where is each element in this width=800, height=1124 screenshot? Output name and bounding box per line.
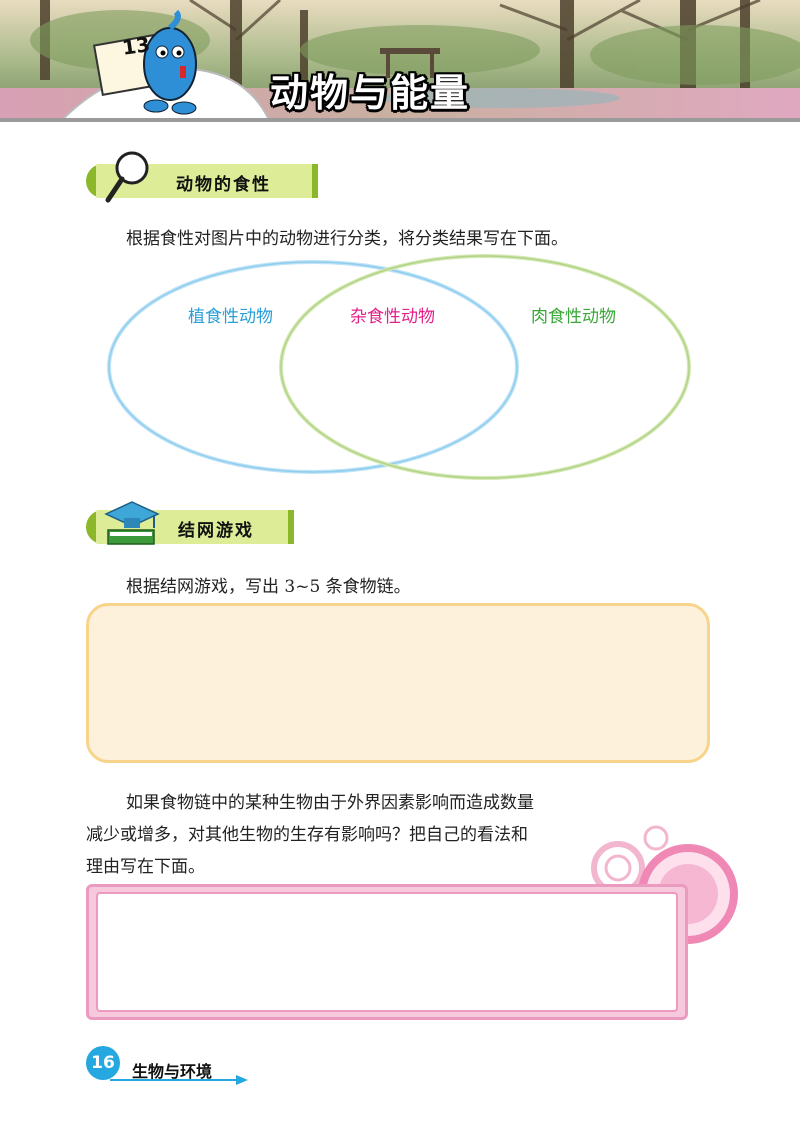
section-title-web-game: 结网游戏	[178, 521, 254, 541]
venn-left-ellipse	[107, 260, 519, 474]
venn-label-omnivore: 杂食性动物	[350, 307, 435, 327]
food-chain-answer-box[interactable]	[86, 603, 710, 763]
question-line-3: 理由写在下面。	[86, 857, 205, 877]
section-title-diet: 动物的食性	[176, 175, 271, 195]
graduation-cap-book-icon	[104, 501, 160, 545]
book-title: 生物与环境	[132, 1062, 213, 1081]
opinion-answer-box[interactable]	[96, 892, 678, 1012]
section-header-diet: 动物的食性	[86, 151, 318, 203]
venn-label-herbivore: 植食性动物	[188, 307, 273, 327]
chapter-title: 动物与能量	[270, 71, 471, 115]
venn-right-ellipse	[279, 254, 691, 480]
question-line-2: 减少或增多，对其他生物的生存有影响吗？把自己的看法和	[86, 825, 528, 845]
question-line-1: 如果食物链中的某种生物由于外界因素影响而造成数量	[126, 793, 534, 813]
instruction-web-game: 根据结网游戏，写出 3~5 条食物链。	[126, 577, 411, 597]
instruction-diet: 根据食性对图片中的动物进行分类，将分类结果写在下面。	[126, 229, 568, 249]
section-header-web-game: 结网游戏	[86, 501, 294, 545]
venn-label-carnivore: 肉食性动物	[531, 307, 616, 327]
header-banner	[0, 0, 800, 122]
venn-diagram	[107, 254, 691, 480]
arrow-underline-icon	[110, 1075, 248, 1085]
magnifier-icon	[105, 151, 149, 203]
park-scene-image	[0, 0, 800, 122]
page-number-badge: 16	[86, 1046, 120, 1080]
